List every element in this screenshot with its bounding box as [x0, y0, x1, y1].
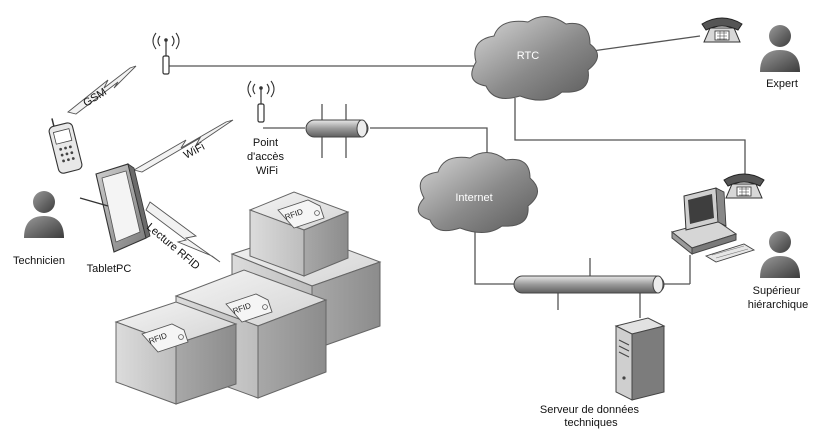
wifi-network-bus-icon — [305, 104, 369, 158]
server-icon — [614, 317, 666, 401]
link-rtc-superieur — [514, 98, 746, 180]
internet-label: Internet — [455, 192, 492, 204]
mobile-phone-icon — [48, 118, 83, 174]
computer-icon — [670, 187, 756, 263]
technicien-person-icon — [24, 191, 64, 238]
rfid-tag-icon: RFID — [141, 323, 189, 353]
rtc-label: RTC — [517, 50, 539, 62]
rfid-tag-icon: RFID — [277, 199, 325, 229]
superieur-person-icon — [760, 231, 800, 278]
gsm-antenna-icon — [152, 32, 180, 75]
rfid-tag-icon: RFID — [225, 293, 273, 323]
expert-phone-icon — [701, 17, 743, 43]
serveur-label: Serveur de données techniques — [540, 404, 642, 429]
lan-network-bus-icon — [513, 275, 665, 294]
link-bus-internet — [370, 127, 488, 162]
box-icon — [114, 301, 238, 405]
link-internet-lanbus — [474, 228, 515, 285]
superieur-label: Supérieur hiérarchique — [748, 285, 809, 311]
rfid-lightning-icon — [145, 201, 221, 263]
point-acces-label: Point d'accès WiFi — [247, 137, 287, 177]
internet-cloud-icon — [417, 152, 538, 233]
superieur-phone-icon — [723, 173, 765, 199]
tabletpc-label: TabletPC — [87, 263, 132, 275]
wifi-antenna-icon — [247, 80, 275, 123]
expert-person-icon — [760, 25, 800, 72]
gsm-lightning-icon — [67, 65, 137, 115]
expert-label: Expert — [766, 78, 798, 90]
wifi-lightning-icon — [132, 119, 234, 173]
rtc-cloud-icon — [471, 16, 598, 101]
tabletpc-icon — [79, 163, 151, 253]
technicien-label: Technicien — [13, 255, 65, 267]
link-rtc-expert — [584, 35, 701, 53]
wifi-label: WiFi — [182, 141, 207, 162]
